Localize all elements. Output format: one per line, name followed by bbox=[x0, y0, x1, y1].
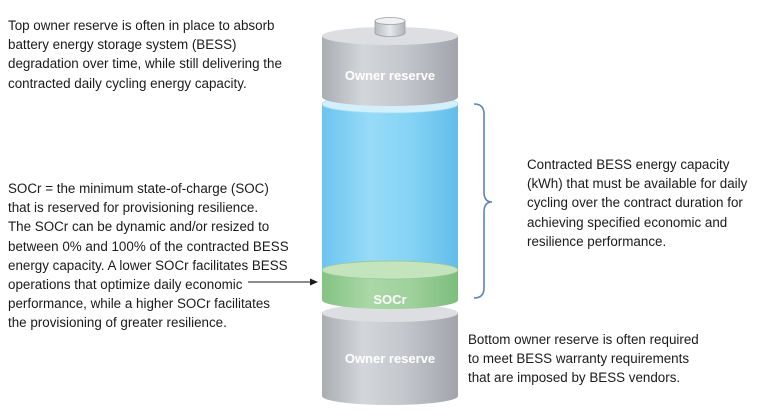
socr-definition-note: SOCr = the minimum state-of-charge (SOC)… bbox=[8, 179, 308, 333]
contracted-capacity-line: achieving specified economic and bbox=[527, 214, 728, 230]
bottom-reserve-note: Bottom owner reserve is often required t… bbox=[468, 330, 758, 388]
top-reserve-note-line: contracted daily cycling energy capacity… bbox=[8, 75, 247, 91]
bottom-reserve-note-line: that are imposed by BESS vendors. bbox=[468, 370, 681, 386]
bottom-reserve-note-line: Bottom owner reserve is often required bbox=[468, 332, 699, 347]
socr-definition-line: the provisioning of greater resilience. bbox=[8, 315, 227, 331]
capacity-bracket bbox=[473, 103, 493, 299]
bottom-owner-reserve-segment: Owner reserve bbox=[322, 304, 458, 405]
socr-pointer-arrow bbox=[248, 278, 318, 286]
socr-segment: SOCr bbox=[321, 260, 459, 309]
contracted-capacity-line: Contracted BESS energy capacity bbox=[527, 157, 730, 172]
socr-definition-line: energy capacity. A lower SOCr facilitate… bbox=[8, 257, 288, 273]
contracted-capacity-line: cycling over the contract duration for bbox=[527, 195, 743, 211]
socr-definition-line: performance, while a higher SOCr facilit… bbox=[8, 296, 270, 312]
contracted-capacity-line: (kWh) that must be available for daily bbox=[527, 176, 748, 192]
socr-definition-line: The SOCr can be dynamic and/or resized t… bbox=[8, 219, 270, 235]
socr-label: SOCr bbox=[373, 292, 406, 307]
socr-definition-line: operations that optimize daily economic bbox=[8, 277, 243, 293]
socr-definition-line: between 0% and 100% of the contracted BE… bbox=[8, 238, 289, 254]
top-owner-reserve-segment: Owner reserve bbox=[322, 27, 458, 106]
socr-definition-line: SOCr = the minimum state-of-charge (SOC) bbox=[8, 181, 269, 196]
contracted-capacity-line: resilience performance. bbox=[527, 233, 667, 249]
top-reserve-note-line: degradation over time, while still deliv… bbox=[8, 56, 282, 72]
bottom-owner-reserve-label: Owner reserve bbox=[345, 351, 435, 366]
contracted-capacity-segment bbox=[321, 94, 459, 279]
bottom-reserve-note-line: to meet BESS warranty requirements bbox=[468, 351, 690, 367]
battery-terminal bbox=[374, 17, 406, 37]
socr-definition-line: that is reserved for provisioning resili… bbox=[8, 200, 259, 216]
top-reserve-note-line: Top owner reserve is often in place to a… bbox=[8, 18, 275, 33]
top-reserve-note-line: battery energy storage system (BESS) bbox=[8, 37, 237, 53]
top-owner-reserve-label: Owner reserve bbox=[345, 68, 435, 83]
top-reserve-note: Top owner reserve is often in place to a… bbox=[8, 16, 328, 93]
contracted-capacity-note: Contracted BESS energy capacity (kWh) th… bbox=[527, 155, 763, 251]
